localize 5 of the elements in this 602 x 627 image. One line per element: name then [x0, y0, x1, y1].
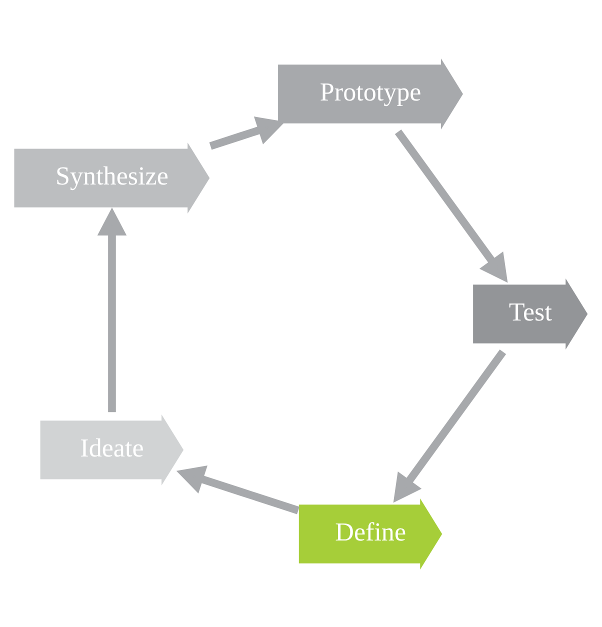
arrow [176, 465, 300, 514]
arrow [209, 116, 286, 150]
arrow [394, 129, 508, 282]
arrow [97, 207, 127, 412]
arrow [393, 349, 506, 502]
